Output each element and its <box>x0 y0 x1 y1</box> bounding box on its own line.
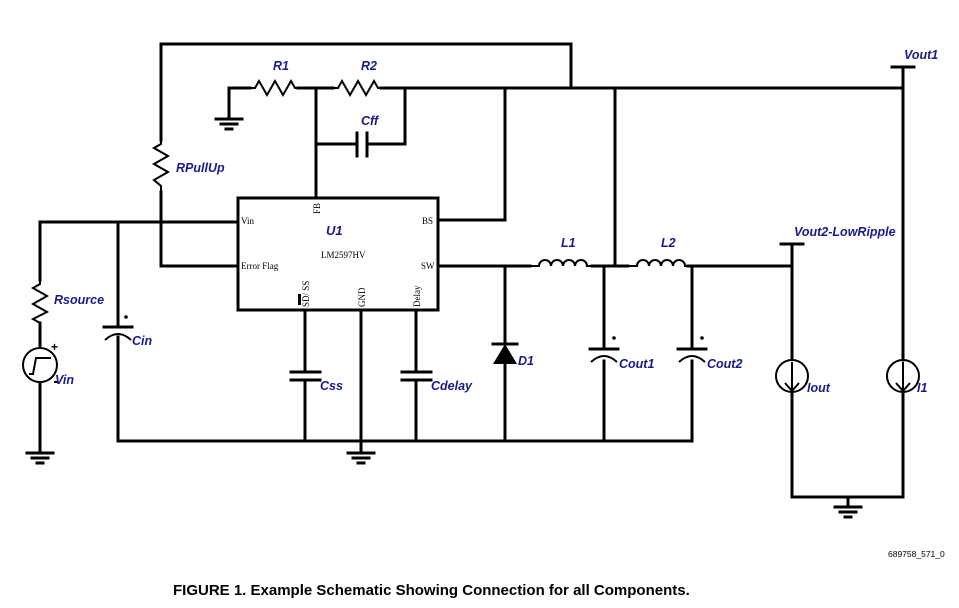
label-d1: D1 <box>518 354 534 368</box>
resistor-rpullup[interactable] <box>151 140 171 192</box>
label-cdelay: Cdelay <box>431 379 473 393</box>
pin-label-vin: Vin <box>241 216 254 226</box>
wire-cff-right <box>367 86 407 146</box>
label-vout1: Vout1 <box>904 48 938 62</box>
voltage-source-vin[interactable]: + <box>22 340 58 383</box>
polarity-dot <box>124 315 128 319</box>
capacitor-cin[interactable] <box>102 315 134 341</box>
label-r2: R2 <box>361 59 377 73</box>
plus-sign: + <box>51 340 58 354</box>
figure-reference-id: 689758_571_0 <box>888 549 945 559</box>
label-cout1: Cout1 <box>619 357 654 371</box>
wire-pullup-top <box>159 42 573 142</box>
diode-d1[interactable] <box>491 342 519 364</box>
wires <box>38 42 916 508</box>
label-vout2: Vout2-LowRipple <box>794 225 896 239</box>
resistor-rsource[interactable] <box>30 280 50 324</box>
ground-icon <box>833 505 863 519</box>
resistor-r2[interactable] <box>333 78 381 98</box>
wire-vin-rail <box>38 220 240 282</box>
current-source-iout[interactable] <box>775 359 809 411</box>
ic-part-number: LM2597HV <box>321 250 366 260</box>
label-r1: R1 <box>273 59 289 73</box>
capacitor-cdelay[interactable] <box>400 370 433 382</box>
figure-caption: FIGURE 1. Example Schematic Showing Conn… <box>173 582 690 599</box>
wire-r1-ground <box>227 86 252 120</box>
current-source-i1[interactable] <box>886 338 920 411</box>
ic-u1[interactable] <box>236 196 440 312</box>
ground-icon <box>25 451 55 465</box>
pin-label-delay: Delay <box>412 285 422 307</box>
pin-label-bs: BS <box>422 216 433 226</box>
pin-label-sw: SW <box>421 261 435 271</box>
label-cff: Cff <box>361 114 380 128</box>
wire-bs <box>436 86 507 222</box>
ground-icon <box>214 117 244 131</box>
label-css: Css <box>320 379 343 393</box>
pin-label-sd-ss: SD/ SS <box>301 281 311 307</box>
capacitor-cff[interactable] <box>355 131 369 158</box>
polarity-dot <box>700 336 704 340</box>
pin-label-error-flag: Error Flag <box>241 261 279 271</box>
ic-designator: U1 <box>326 223 343 238</box>
wire-error-flag <box>159 190 240 268</box>
minus-sign <box>54 381 58 383</box>
label-vin: Vin <box>55 373 74 387</box>
label-rsource: Rsource <box>54 293 104 307</box>
ground-icon <box>346 451 376 465</box>
wire-load-return <box>790 407 905 499</box>
label-cout2: Cout2 <box>707 357 742 371</box>
inductor-l1[interactable] <box>530 259 592 267</box>
capacitor-cout1[interactable] <box>588 336 620 363</box>
polarity-dot <box>612 336 616 340</box>
capacitor-cout2[interactable] <box>676 336 708 363</box>
inductor-l2[interactable] <box>628 259 688 267</box>
label-i1: I1 <box>917 381 927 395</box>
label-l2: L2 <box>661 236 676 250</box>
wire-ground-rail <box>116 335 694 443</box>
label-l1: L1 <box>561 236 576 250</box>
pin-label-fb: FB <box>312 203 322 214</box>
label-iout: Iout <box>807 381 831 395</box>
pin-label-gnd: GND <box>357 287 367 307</box>
label-cin: Cin <box>132 334 153 348</box>
resistor-r1[interactable] <box>250 78 298 98</box>
pin-marker <box>298 294 301 305</box>
label-rpullup: RPullUp <box>176 161 225 175</box>
capacitor-css[interactable] <box>289 370 322 382</box>
